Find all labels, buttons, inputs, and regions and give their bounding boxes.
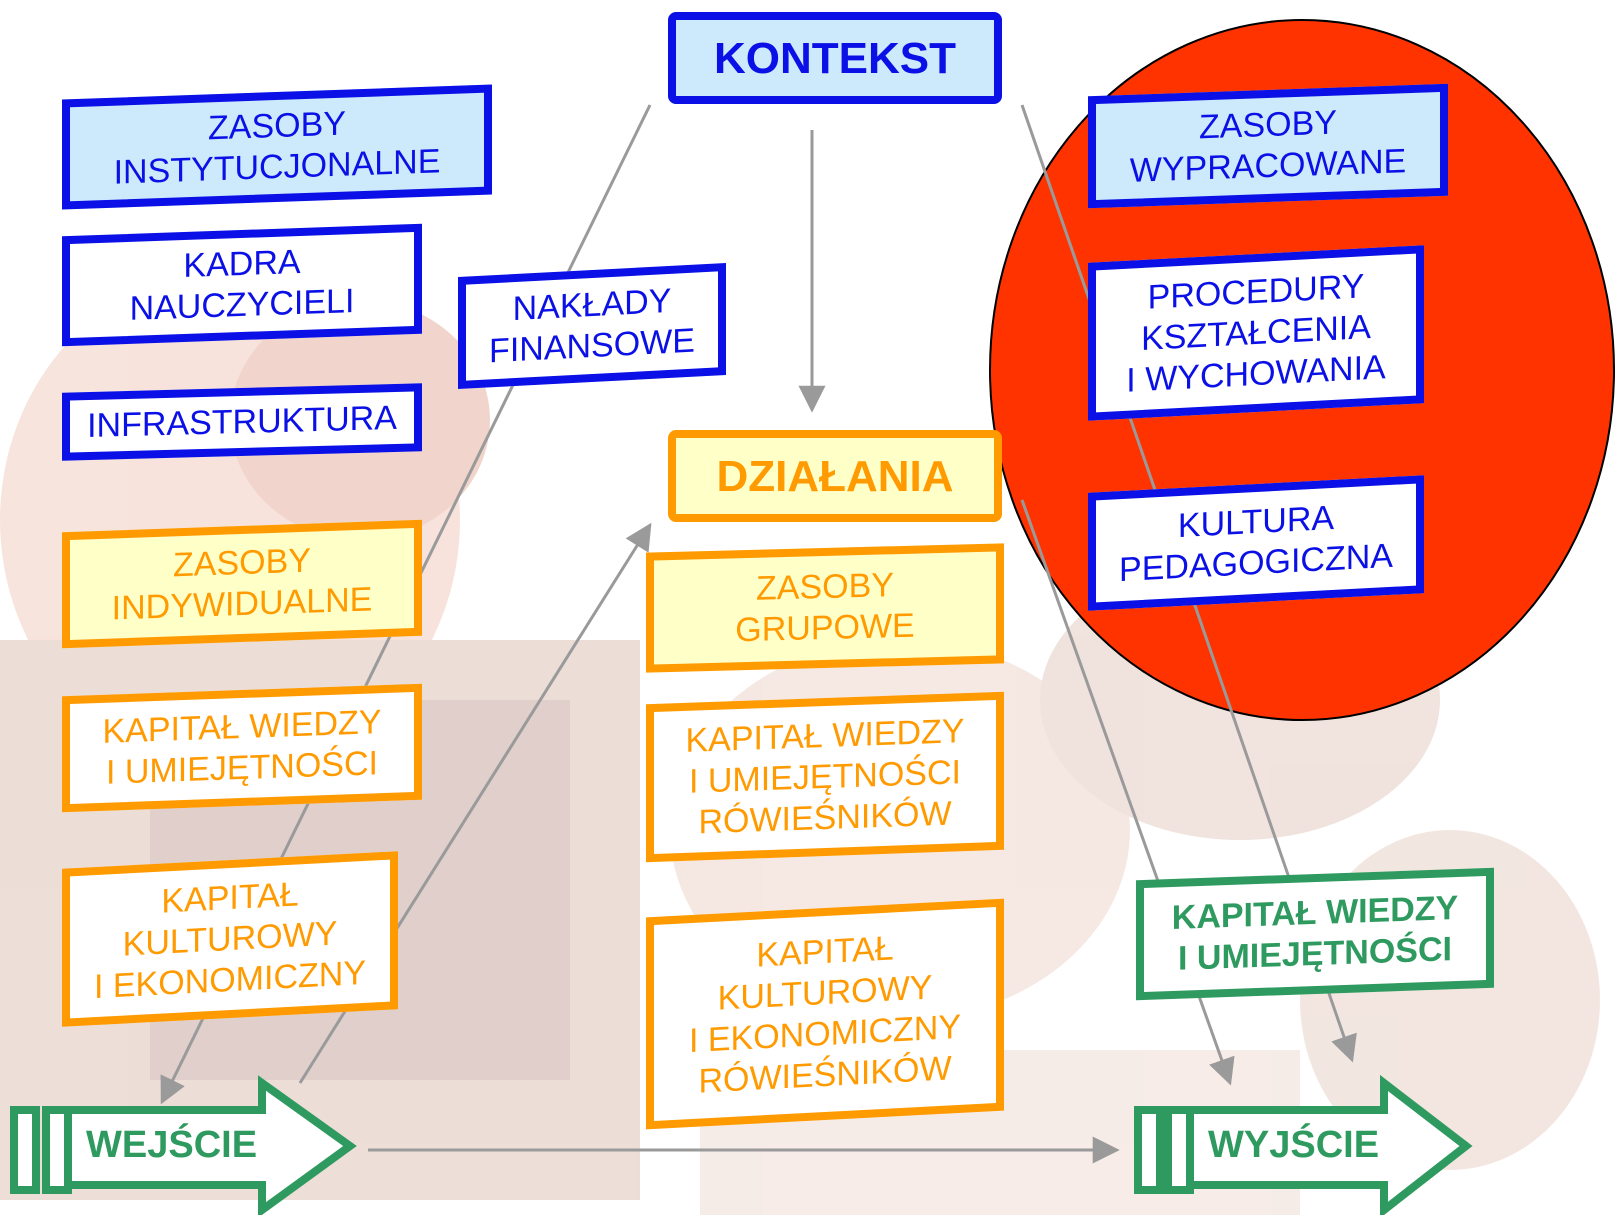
- infrastructure-label: INFRASTRUKTURA: [87, 398, 397, 445]
- result-knowledge-label: KAPITAŁ WIEDZY I UMIEJĘTNOŚCI: [1171, 888, 1459, 978]
- pedagogical-culture-label: KULTURA PEDAGOGICZNA: [1119, 498, 1393, 590]
- actions-box: DZIAŁANIA: [668, 430, 1002, 522]
- input-arrow-shape: [10, 1075, 357, 1215]
- group-resources-label: ZASOBY GRUPOWE: [735, 566, 915, 650]
- peer-cultural-label: KAPITAŁ KULTUROWY I EKONOMICZNY RÓWIEŚNI…: [688, 929, 962, 1101]
- developed-resources-box: ZASOBY WYPRACOWANE: [1088, 83, 1448, 209]
- teachers-label: KADRA NAUCZYCIELI: [129, 242, 355, 328]
- peer-knowledge-label: KAPITAŁ WIEDZY I UMIEJĘTNOŚCI RÓWIEŚNIKÓ…: [685, 711, 965, 841]
- financial-input-label: NAKŁADY FINANSOWE: [489, 281, 695, 371]
- financial-input-box: NAKŁADY FINANSOWE: [458, 262, 726, 390]
- procedures-box: PROCEDURY KSZTAŁCENIA I WYCHOWANIA: [1088, 245, 1424, 421]
- context-box: KONTEKST: [668, 12, 1002, 104]
- teachers-box: KADRA NAUCZYCIELI: [62, 223, 422, 347]
- output-arrow-shape: [1134, 1074, 1473, 1215]
- cultural-capital-label: KAPITAŁ KULTUROWY I EKONOMICZNY: [93, 874, 367, 1006]
- procedures-label: PROCEDURY KSZTAŁCENIA I WYCHOWANIA: [1126, 266, 1386, 400]
- cultural-capital-box: KAPITAŁ KULTUROWY I EKONOMICZNY: [62, 851, 398, 1027]
- output-label: WYJŚCIE: [1208, 1124, 1380, 1166]
- institutional-resources-box: ZASOBY INSTYTUCJONALNE: [62, 84, 492, 210]
- pedagogical-culture-box: KULTURA PEDAGOGICZNA: [1088, 475, 1424, 611]
- peer-knowledge-box: KAPITAŁ WIEDZY I UMIEJĘTNOŚCI RÓWIEŚNIKÓ…: [646, 691, 1004, 863]
- institutional-resources-label: ZASOBY INSTYTUCJONALNE: [113, 104, 441, 192]
- individual-resources-label: ZASOBY INDYWIDUALNE: [111, 541, 373, 628]
- input-label: WEJŚCIE: [86, 1124, 258, 1166]
- group-resources-box: ZASOBY GRUPOWE: [646, 543, 1004, 673]
- individual-resources-box: ZASOBY INDYWIDUALNE: [62, 519, 422, 649]
- knowledge-capital-box: KAPITAŁ WIEDZY I UMIEJĘTNOŚCI: [62, 683, 422, 813]
- knowledge-capital-label: KAPITAŁ WIEDZY I UMIEJĘTNOŚCI: [102, 703, 382, 792]
- peer-cultural-box: KAPITAŁ KULTUROWY I EKONOMICZNY RÓWIEŚNI…: [646, 898, 1004, 1130]
- result-knowledge-box: KAPITAŁ WIEDZY I UMIEJĘTNOŚCI: [1136, 867, 1494, 1001]
- infrastructure-box: INFRASTRUKTURA: [62, 383, 422, 461]
- developed-resources-label: ZASOBY WYPRACOWANE: [1129, 103, 1407, 190]
